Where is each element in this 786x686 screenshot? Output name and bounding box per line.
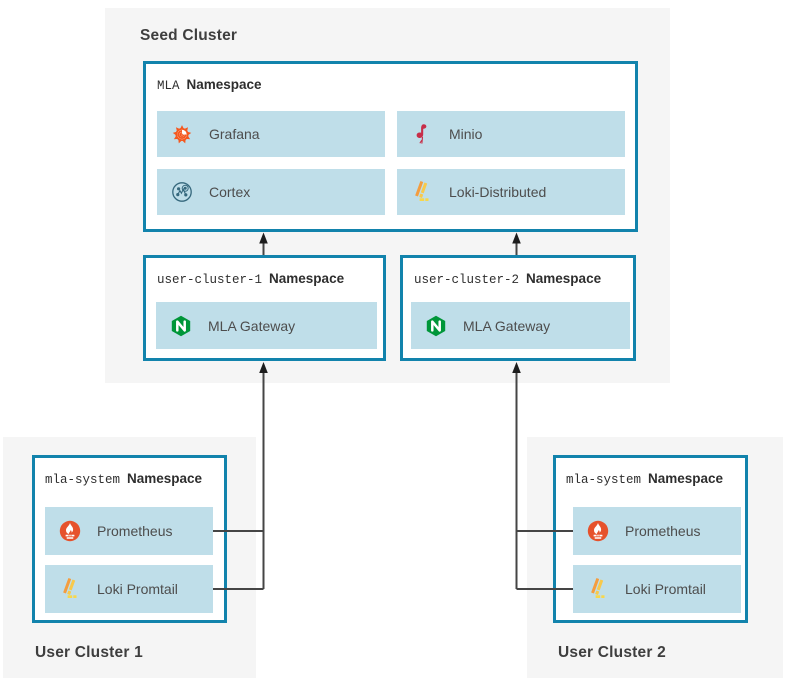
namespace-name: user-cluster-1 [157,273,263,287]
service-loki-promtail-1: Loki Promtail [45,565,213,613]
namespace-header: mla-system Namespace [45,471,202,487]
service-label: MLA Gateway [463,317,551,334]
mla-system-namespace-box-2: mla-system Namespace Prometheus [553,455,748,623]
service-mla-gateway-1: MLA Gateway [156,302,377,349]
loki-icon [410,180,434,204]
service-cortex: Cortex [157,169,385,215]
mla-namespace-box: MLA Namespace [143,61,638,232]
user-cluster-1-title: User Cluster 1 [35,644,143,661]
cortex-icon [170,180,194,204]
service-grafana: Grafana [157,111,385,157]
minio-icon [410,122,434,146]
service-label: Prometheus [97,523,173,539]
mla-namespace-header: MLA Namespace [157,77,262,93]
user-cluster-2-title: User Cluster 2 [558,644,666,661]
nginx-icon [169,314,193,338]
namespace-name: user-cluster-2 [414,273,520,287]
service-label: Loki Promtail [625,581,706,597]
prometheus-icon [586,519,610,543]
loki-icon [58,577,82,601]
prometheus-icon [58,519,82,543]
namespace-name: MLA [157,79,180,93]
service-loki-distributed: Loki-Distributed [397,169,625,215]
user-cluster-1-namespace-box: user-cluster-1 Namespace MLA Gateway [143,255,386,361]
mla-system-namespace-box-1: mla-system Namespace Prometheus [32,455,227,623]
namespace-name: mla-system [566,473,642,487]
loki-icon [586,577,610,601]
service-label: Cortex [209,184,251,200]
user-cluster-1-box: mla-system Namespace Prometheus [3,437,256,678]
service-label: Loki Promtail [97,581,178,597]
namespace-type-label: Namespace [269,271,345,286]
seed-cluster-box: Seed Cluster MLA Namespace [105,8,670,383]
service-mla-gateway-2: MLA Gateway [411,302,630,349]
service-label: Grafana [209,126,260,142]
nginx-icon [424,314,448,338]
service-prometheus-2: Prometheus [573,507,741,555]
namespace-type-label: Namespace [127,471,203,486]
service-label: MLA Gateway [208,317,296,334]
namespace-type-label: Namespace [648,471,724,486]
seed-cluster-title: Seed Cluster [140,27,238,44]
namespace-name: mla-system [45,473,121,487]
service-minio: Minio [397,111,625,157]
service-loki-promtail-2: Loki Promtail [573,565,741,613]
user-cluster-2-box: mla-system Namespace Prometheus [527,437,783,678]
namespace-header: user-cluster-1 Namespace [157,271,344,287]
namespace-type-label: Namespace [526,271,602,286]
grafana-icon [170,122,194,146]
namespace-header: user-cluster-2 Namespace [414,271,601,287]
namespace-header: mla-system Namespace [566,471,723,487]
service-label: Minio [449,126,483,142]
service-label: Loki-Distributed [449,184,547,200]
service-prometheus-1: Prometheus [45,507,213,555]
user-cluster-2-namespace-box: user-cluster-2 Namespace MLA Gateway [400,255,636,361]
service-label: Prometheus [625,523,701,539]
namespace-type-label: Namespace [186,77,262,92]
